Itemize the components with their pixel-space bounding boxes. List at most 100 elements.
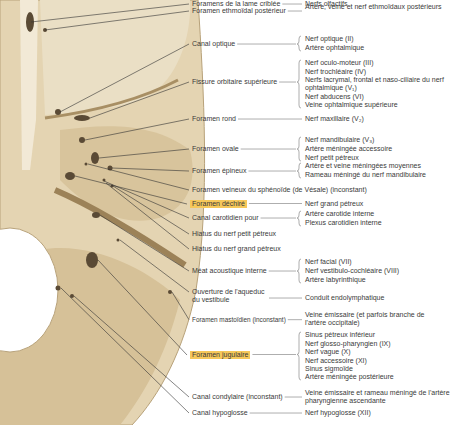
structure-label: Méat acoustique interne: [192, 267, 267, 275]
structure-label: Fissure orbitaire supérieure: [192, 78, 277, 86]
content-label: Nerf oculo-moteur (III): [305, 59, 373, 67]
dash-line: [238, 119, 302, 120]
structure-label: Foramen ethmoïdal postérieur: [192, 7, 286, 15]
leader-line: [60, 44, 189, 112]
content-label: Nerf grand pétreux: [305, 200, 363, 208]
content-label: Veine émissaire et rameau méningé de l'a…: [305, 389, 451, 405]
brace: [297, 137, 301, 161]
structure-label: Foramen veineux du sphénoïde (de Vésale)…: [192, 186, 367, 194]
content-label: Artère ophtalmique: [305, 44, 364, 52]
leader-line: [113, 186, 189, 234]
content-label: Nerf optique (II): [305, 35, 354, 43]
brace: [297, 259, 301, 283]
content-label: Nerf hypoglosse (XII): [305, 409, 371, 417]
content-label: Sinus pétreux inférieur: [305, 331, 375, 339]
foramen-magnum: [0, 228, 58, 352]
leader-line: [98, 260, 187, 355]
structure-label: Ouverture de l'aqueduc du vestibule: [192, 288, 267, 304]
middle-fossa: [60, 126, 193, 220]
content-label: Artère et veine méningées moyennes: [305, 162, 421, 170]
leader-line: [90, 82, 189, 118]
content-label: Veine émissaire (et parfois branche de l…: [305, 311, 445, 327]
crista-galli: [20, 0, 38, 170]
content-label: Nerfs lacrymal, frontal et naso-ciliaire…: [305, 76, 451, 92]
dash-line: [288, 11, 302, 12]
content-label: Artère méningée postérieure: [305, 373, 394, 381]
structure-label: Hiatus du nerf grand pétreux: [192, 245, 281, 253]
dash-line: [269, 271, 296, 272]
content-label: Nerf vestibulo-cochléaire (VIII): [305, 267, 399, 275]
dash-line: [269, 298, 302, 299]
content-label: Artère, veine et nerf ethmoïdaux postéri…: [305, 3, 442, 11]
leader-line: [45, 11, 189, 30]
structure-label: Canal condylaire (inconstant): [192, 393, 283, 401]
content-label: Nerf glosso-pharyngien (IX): [305, 340, 391, 348]
content-label: Nerf vague (X): [305, 348, 351, 356]
leader-line: [172, 292, 189, 320]
highlighted-label: Foramen jugulaire: [190, 351, 250, 359]
structure-label: Canal hypoglosse: [192, 409, 248, 417]
dash-line: [248, 171, 296, 172]
dash-line: [241, 149, 296, 150]
structure-label: Foramens de la lame criblée: [192, 0, 280, 8]
leader-line: [74, 296, 189, 397]
content-label: Nerf maxillaire (V₂): [305, 115, 364, 123]
brace: [297, 163, 301, 178]
brace: [297, 60, 301, 108]
leader-line: [112, 168, 189, 171]
content-label: Sinus sigmoïde: [305, 365, 353, 373]
leader-line: [104, 181, 189, 218]
content-label: Nerf accessoire (XI): [305, 357, 367, 365]
highlighted-label: Foramen déchiré: [190, 200, 247, 208]
content-label: Nerf mandibulaire (V₃): [305, 136, 374, 144]
leader-line: [88, 164, 189, 190]
leader-line: [106, 183, 189, 249]
brace: [297, 211, 301, 226]
structure-label: Hiatus du nerf petit pétreux: [192, 230, 276, 238]
content-label: Veine ophtalmique supérieure: [305, 101, 398, 109]
sphenoid-wing: [45, 80, 178, 118]
leader-line: [85, 119, 189, 140]
content-label: Artère carotide interne: [305, 210, 374, 218]
leader-line: [75, 176, 187, 204]
dash-line: [279, 82, 296, 83]
dash-line: [285, 397, 302, 398]
leader-line: [120, 240, 189, 292]
content-label: Nerf facial (VII): [305, 258, 352, 266]
structure-label: Canal optique: [192, 40, 235, 48]
dash-line: [249, 203, 302, 204]
dash-line: [250, 413, 302, 414]
content-label: Rameau méningé du nerf mandibulaire: [305, 171, 426, 179]
leader-line: [61, 288, 189, 413]
structure-label: Foramen mastoïdien (inconstant): [192, 316, 286, 323]
brace: [297, 36, 301, 51]
dash-line: [261, 218, 296, 219]
content-label: Artère méningée accessoire: [305, 145, 392, 153]
content-label: Conduit endolymphatique: [305, 294, 384, 302]
structure-label: Foramen épineux: [192, 167, 246, 175]
skull-base: [0, 0, 205, 425]
structure-label: Foramen ovale: [192, 145, 239, 153]
dash-line: [282, 4, 302, 5]
dash-line: [237, 44, 296, 45]
dash-line: [252, 354, 296, 355]
leader-line: [100, 215, 189, 271]
leader-line: [99, 149, 189, 158]
content-label: Artère labyrinthique: [305, 276, 366, 284]
foramina: [26, 12, 172, 298]
content-label: Nerf abducens (VI): [305, 93, 364, 101]
dash-line: [288, 319, 302, 320]
leader-line: [31, 4, 189, 22]
highlighted-text: Foramen jugulaire: [192, 351, 248, 358]
content-label: Nerf petit pétreux: [305, 154, 359, 162]
highlighted-text: Foramen déchiré: [192, 200, 245, 207]
content-label: Nerf trochléaire (IV): [305, 68, 366, 76]
structure-label: Foramen rond: [192, 115, 236, 123]
content-label: Plexus carotidien interne: [305, 219, 382, 227]
anterior-fossa: [40, 0, 190, 115]
structure-label: Canal carotidien pour: [192, 214, 259, 222]
brace: [297, 332, 301, 380]
